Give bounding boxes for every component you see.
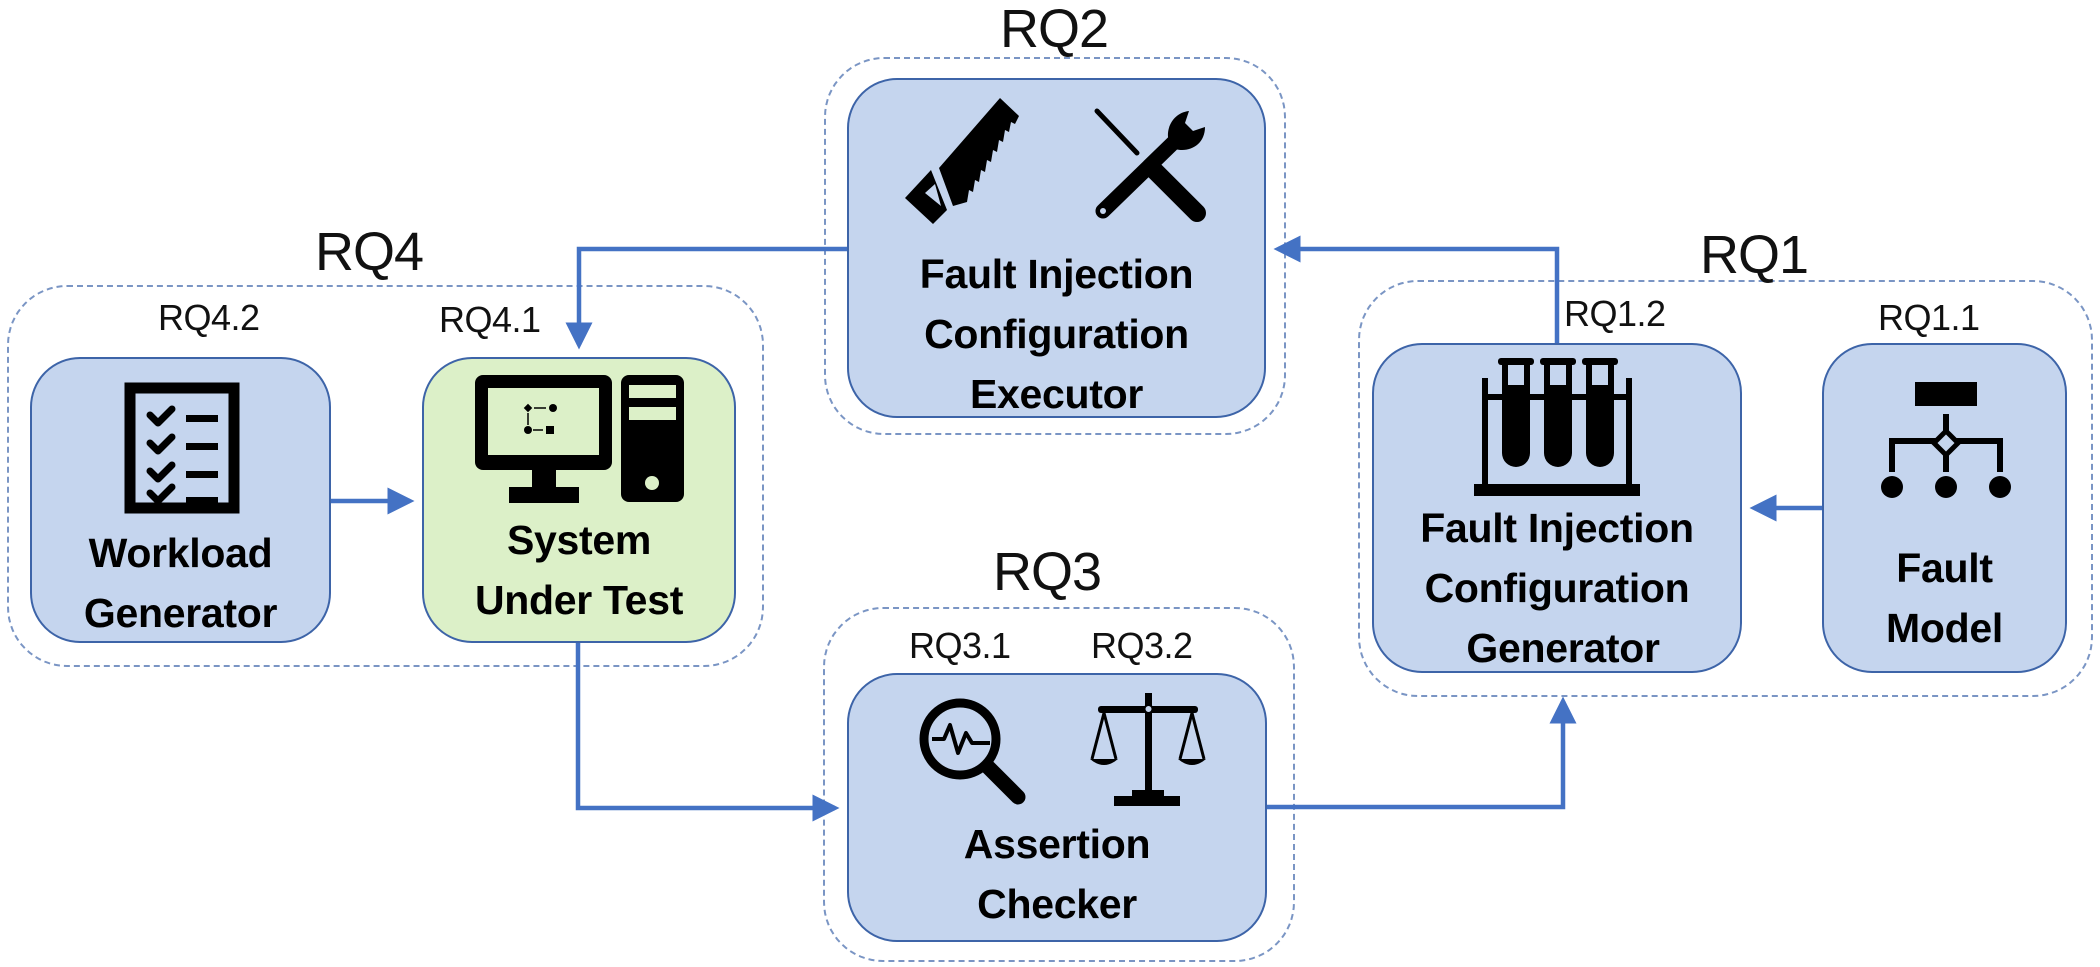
group-label-rq4: RQ4 [315, 222, 424, 282]
label-line: Generator [83, 590, 278, 636]
arrow-executor-to-sut [565, 246, 847, 350]
label-workload-generator: Workload Generator [30, 523, 331, 643]
node-assertion-checker[interactable] [847, 673, 1267, 942]
group-rq1 [1358, 280, 2093, 697]
arrow-assertion-to-generator [1267, 696, 1577, 810]
group-rq3 [823, 607, 1295, 962]
arrow-generator-to-executor [1273, 235, 1560, 343]
scales-icon [1090, 693, 1206, 806]
node-workload-generator[interactable] [30, 357, 331, 643]
hierarchy-icon [1881, 382, 2011, 498]
sublabel-rq4-1: RQ4.1 [439, 299, 541, 340]
sublabel-rq1-2: RQ1.2 [1564, 293, 1666, 334]
label-line: Model [1886, 605, 2003, 651]
label-line: Workload [88, 530, 273, 576]
label-executor: Fault Injection Configuration Executor [847, 244, 1266, 424]
magnifier-waveform-icon [919, 698, 1026, 805]
label-fault-model: Fault Model [1822, 538, 2067, 658]
sublabel-rq4-2: RQ4.2 [158, 297, 260, 338]
label-line: Fault Injection [919, 251, 1194, 297]
saw-icon [905, 98, 1019, 224]
label-generator: Fault Injection Configuration Generator [1372, 498, 1742, 678]
label-line: Fault [1896, 545, 1993, 591]
computer-icon [475, 375, 684, 503]
tools-icon [1094, 108, 1206, 222]
arrow-sut-to-assertion [575, 643, 840, 822]
test-tubes-icon [1474, 358, 1640, 496]
label-line: Generator [1466, 625, 1660, 671]
group-rq4 [7, 285, 764, 667]
label-assertion-checker: Assertion Checker [847, 814, 1267, 934]
label-line: Under Test [474, 577, 684, 623]
label-line: Checker [977, 881, 1137, 927]
label-line: Executor [969, 371, 1144, 417]
label-line: System [506, 517, 652, 563]
label-system-under-test: System Under Test [422, 510, 736, 630]
label-line: Assertion [963, 821, 1151, 867]
sublabel-rq1-1: RQ1.1 [1878, 297, 1980, 338]
group-label-rq2: RQ2 [1000, 0, 1109, 59]
group-label-rq3: RQ3 [993, 542, 1102, 602]
checklist-icon [124, 382, 240, 514]
sublabel-rq3-2: RQ3.2 [1091, 625, 1193, 666]
label-line: Configuration [1424, 565, 1690, 611]
label-line: Fault Injection [1420, 505, 1694, 551]
group-label-rq1: RQ1 [1700, 225, 1809, 285]
label-line: Configuration [924, 311, 1189, 357]
sublabel-rq3-1: RQ3.1 [909, 625, 1011, 666]
